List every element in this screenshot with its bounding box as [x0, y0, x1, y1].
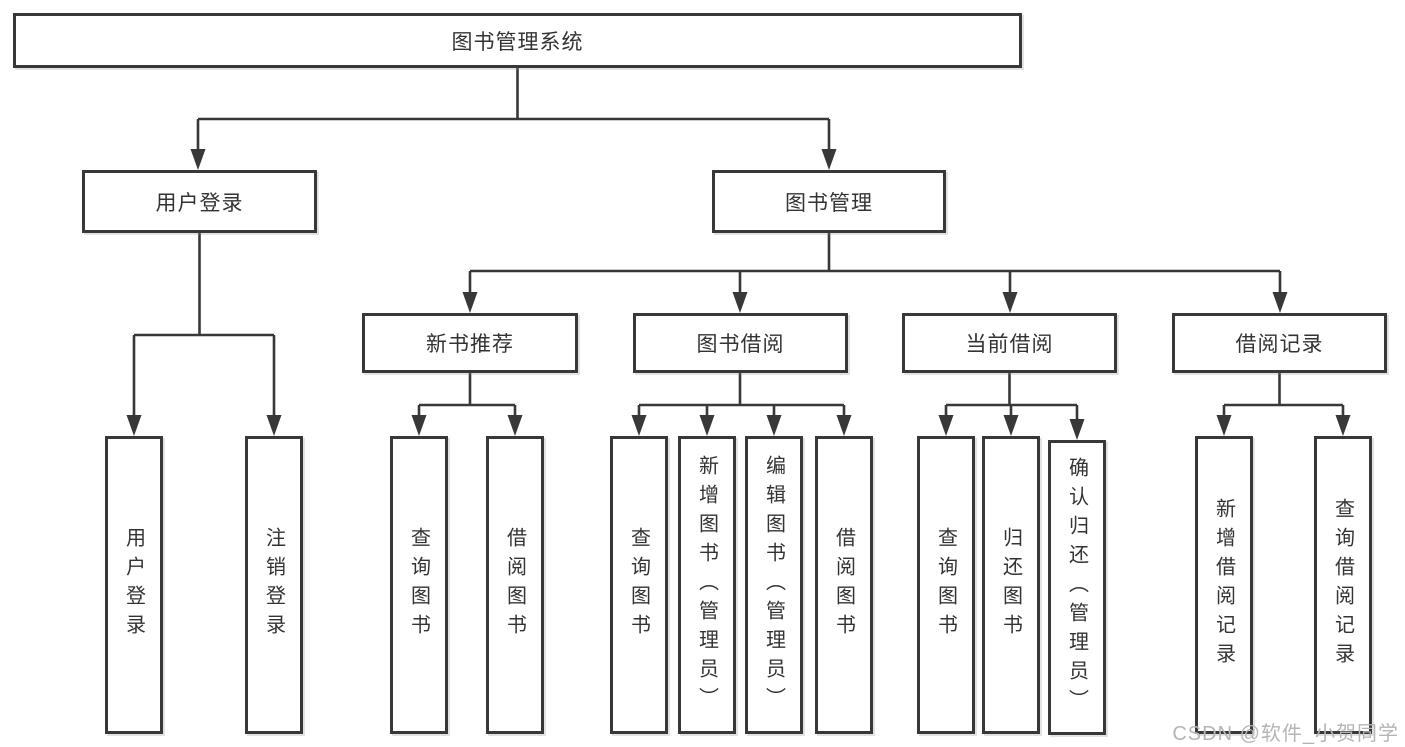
leaf-borrow-query-books-label: 查询图书 — [627, 527, 650, 643]
node-user-login: 用户登录 — [82, 170, 317, 233]
leaf-records-query-borrow-record: 查询借阅记录 — [1314, 436, 1372, 734]
leaf-current-return-books: 归还图书 — [982, 436, 1040, 734]
leaf-logout-login: 注销登录 — [245, 436, 303, 734]
node-current-borrowing: 当前借阅 — [902, 313, 1117, 373]
leaf-borrow-query-books: 查询图书 — [610, 436, 668, 734]
leaf-records-add-borrow-record: 新增借阅记录 — [1195, 436, 1253, 734]
leaf-records-query-borrow-record-label: 查询借阅记录 — [1331, 498, 1354, 672]
leaf-borrow-add-books-admin-label: 新增图书（管理员） — [695, 454, 718, 716]
leaf-user-login-label: 用户登录 — [122, 527, 145, 643]
leaf-current-query-books-label: 查询图书 — [934, 527, 957, 643]
leaf-borrow-edit-books-admin: 编辑图书（管理员） — [745, 436, 803, 734]
node-book-management: 图书管理 — [712, 170, 946, 233]
csdn-watermark: CSDN @软件_小贺同学 — [1172, 723, 1399, 745]
leaf-current-confirm-return-admin: 确认归还（管理员） — [1048, 440, 1106, 735]
connector-user-login-children — [126, 233, 282, 436]
node-book-borrowing: 图书借阅 — [633, 313, 848, 373]
connector-current-borrowing-children — [938, 373, 1085, 440]
node-borrowing-records: 借阅记录 — [1172, 313, 1387, 373]
connector-book-borrowing-children — [631, 373, 852, 436]
leaf-borrow-borrow-books: 借阅图书 — [815, 436, 873, 734]
node-new-book-recommendation: 新书推荐 — [362, 313, 578, 373]
leaf-borrow-edit-books-admin-label: 编辑图书（管理员） — [762, 454, 785, 716]
connector-borrowing-records-children — [1216, 373, 1351, 436]
leaf-rec-query-books-label: 查询图书 — [407, 527, 430, 643]
leaf-current-return-books-label: 归还图书 — [999, 527, 1022, 643]
leaf-borrow-add-books-admin: 新增图书（管理员） — [678, 436, 736, 734]
leaf-rec-borrow-books: 借阅图书 — [486, 436, 544, 734]
connector-new-book-recommendation-children — [411, 373, 523, 436]
leaf-current-confirm-return-admin-label: 确认归还（管理员） — [1065, 457, 1088, 718]
leaf-rec-borrow-books-label: 借阅图书 — [503, 527, 526, 643]
leaf-records-add-borrow-record-label: 新增借阅记录 — [1212, 498, 1235, 672]
connector-root-to-level2 — [190, 68, 837, 170]
leaf-logout-login-label: 注销登录 — [262, 527, 285, 643]
connector-book-management-sections — [462, 233, 1288, 313]
leaf-current-query-books: 查询图书 — [917, 436, 975, 734]
leaf-rec-query-books: 查询图书 — [390, 436, 448, 734]
leaf-borrow-borrow-books-label: 借阅图书 — [832, 527, 855, 643]
node-library-management-system: 图书管理系统 — [13, 13, 1022, 68]
leaf-user-login: 用户登录 — [105, 436, 163, 734]
